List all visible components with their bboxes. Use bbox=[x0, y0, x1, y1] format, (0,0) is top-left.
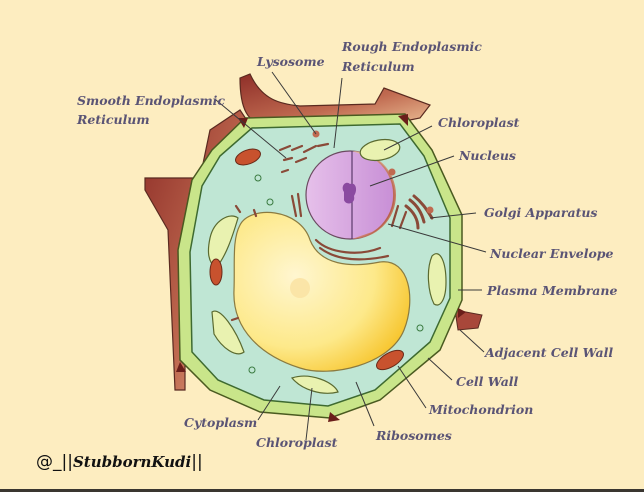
label-chloroplast-bottom: Chloroplast bbox=[256, 435, 338, 450]
label-adjacent-cell-wall: Adjacent Cell Wall bbox=[484, 345, 613, 360]
label-golgi-apparatus: Golgi Apparatus bbox=[484, 205, 597, 220]
label-nuclear-envelope: Nuclear Envelope bbox=[489, 246, 614, 261]
label-lysosome: Lysosome bbox=[256, 54, 325, 69]
endoplasmic-reticulum bbox=[230, 142, 408, 322]
label-rough-er-line1: Rough Endoplasmic bbox=[341, 39, 482, 54]
chloroplasts bbox=[207, 138, 447, 394]
watermark-signature: StubbornKudi bbox=[72, 453, 192, 471]
label-rough-er-line2: Reticulum bbox=[341, 59, 415, 74]
watermark-prefix: @_|| bbox=[36, 452, 73, 472]
vacuole bbox=[233, 211, 411, 372]
label-cell-wall: Cell Wall bbox=[456, 374, 519, 389]
label-ribosomes: Ribosomes bbox=[375, 428, 452, 443]
golgi-apparatus bbox=[404, 194, 434, 230]
label-smooth-er-line2: Reticulum bbox=[76, 112, 150, 127]
label-plasma-membrane: Plasma Membrane bbox=[486, 283, 617, 298]
nucleolus bbox=[342, 182, 357, 204]
leader-lines bbox=[215, 71, 487, 441]
vacuole-highlight bbox=[290, 278, 310, 298]
mitochondria bbox=[209, 148, 404, 371]
nucleus bbox=[305, 150, 396, 240]
label-chloroplast-top: Chloroplast bbox=[438, 115, 520, 130]
label-mitochondrion: Mitochondrion bbox=[428, 402, 533, 417]
label-cytoplasm: Cytoplasm bbox=[184, 415, 257, 430]
label-nucleus: Nucleus bbox=[458, 148, 516, 163]
watermark-suffix: || bbox=[191, 452, 203, 472]
label-smooth-er-line1: Smooth Endoplasmic bbox=[77, 93, 225, 108]
watermark: @_||StubbornKudi|| bbox=[36, 452, 203, 472]
